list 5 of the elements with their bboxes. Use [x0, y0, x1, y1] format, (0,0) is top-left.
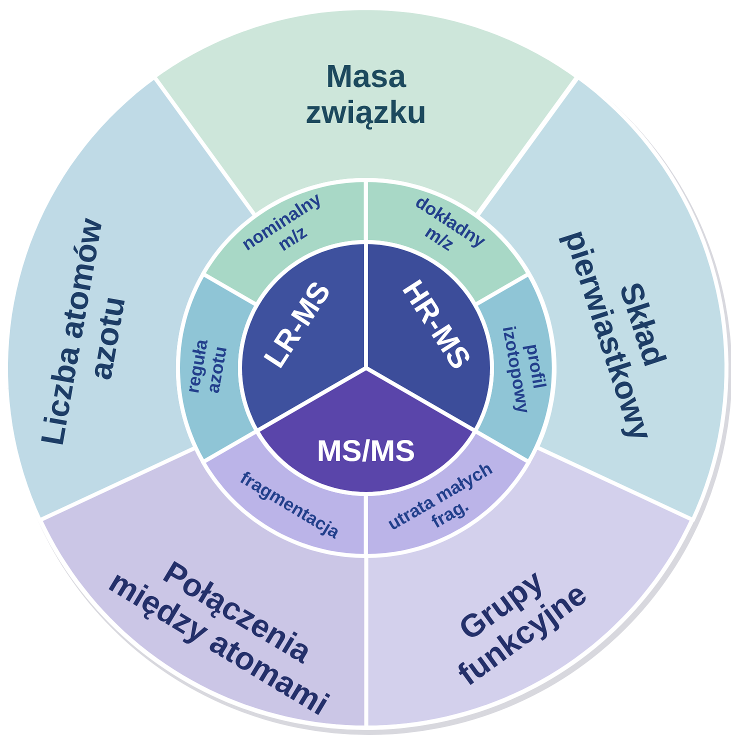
- segment-label: reguła azotu: [181, 336, 232, 397]
- segment-label: Masa związku: [304, 59, 428, 131]
- segment-label: MS/MS: [316, 435, 416, 469]
- segment-label: profil izotopowy: [498, 324, 551, 417]
- segment-label: Liczba atomów azotu: [32, 214, 133, 450]
